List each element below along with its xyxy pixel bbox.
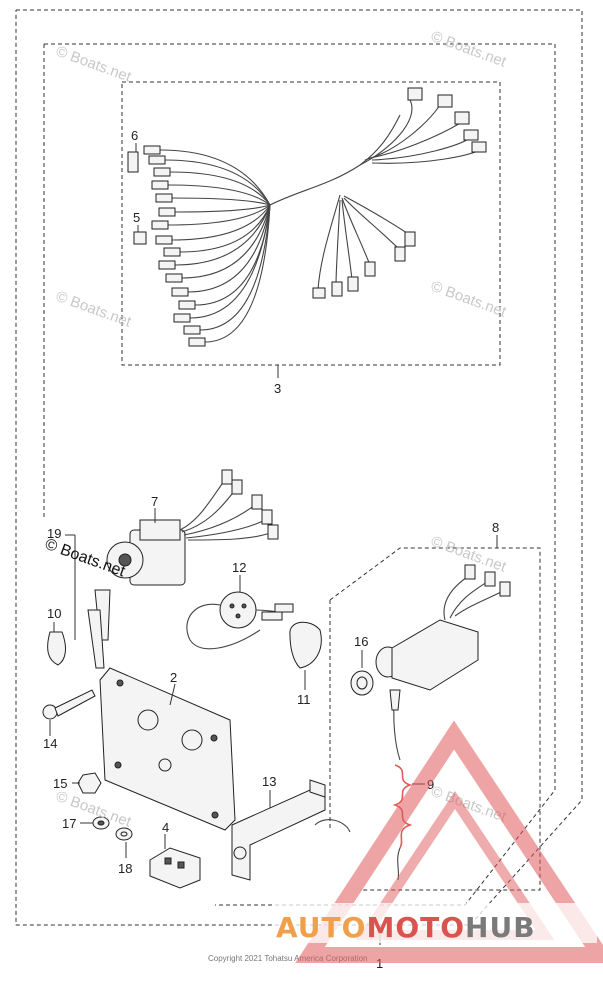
buzzer-12 bbox=[186, 591, 294, 650]
harness-terminal bbox=[165, 273, 183, 283]
svg-text:AUTOMOTOHUB: AUTOMOTOHUB bbox=[276, 911, 536, 944]
harness-wire bbox=[199, 204, 271, 331]
harness-wire bbox=[181, 204, 271, 279]
harness-terminal bbox=[155, 235, 173, 245]
callout-15: 15 bbox=[53, 776, 67, 791]
stop-switch-frame bbox=[329, 535, 541, 891]
callout-18: 18 bbox=[118, 861, 132, 876]
harness-terminal bbox=[155, 193, 173, 203]
harness-wire bbox=[171, 204, 271, 241]
harness-terminal bbox=[173, 313, 191, 323]
callout-12: 12 bbox=[232, 560, 246, 575]
bracket-13 bbox=[231, 779, 351, 881]
lanyard-9 bbox=[389, 689, 413, 881]
callout-11: 11 bbox=[297, 692, 311, 707]
callout-5: 5 bbox=[133, 210, 140, 225]
watermark-4: © Boats.net bbox=[429, 278, 509, 321]
nut-15 bbox=[77, 772, 102, 794]
callout-16: 16 bbox=[354, 634, 368, 649]
callout-10: 10 bbox=[47, 606, 61, 621]
wire-clip-10 bbox=[47, 631, 66, 666]
rubber-boot-11 bbox=[289, 621, 322, 690]
callout-4: 4 bbox=[162, 820, 169, 835]
callout-labels: 1 2 3 4 5 6 7 8 9 10 11 12 13 14 15 16 1… bbox=[43, 128, 499, 971]
terminal-5 bbox=[133, 231, 147, 245]
harness-terminal bbox=[151, 220, 169, 230]
callout-3: 3 bbox=[274, 381, 281, 396]
harness-terminal bbox=[188, 337, 206, 347]
harness-terminal bbox=[163, 247, 181, 257]
harness-wire bbox=[179, 204, 271, 253]
connector-4 bbox=[149, 847, 201, 889]
callout-13: 13 bbox=[262, 774, 276, 789]
harness-terminal bbox=[183, 325, 201, 335]
harness-box bbox=[121, 81, 501, 378]
key-switch-assembly bbox=[87, 469, 279, 669]
harness-terminal bbox=[143, 145, 161, 155]
copyright-text: Copyright 2021 Tohatsu America Corporati… bbox=[208, 954, 368, 963]
callout-19: 19 bbox=[47, 526, 61, 541]
watermark-1: © Boats.net bbox=[54, 43, 134, 86]
harness-wire bbox=[171, 197, 271, 206]
watermark-2: © Boats.net bbox=[429, 28, 509, 71]
callout-1: 1 bbox=[376, 956, 383, 971]
harness-terminal bbox=[158, 207, 176, 217]
harness-wire bbox=[204, 204, 271, 343]
harness-wire bbox=[187, 204, 271, 293]
callout-14: 14 bbox=[43, 736, 57, 751]
callout-8: 8 bbox=[492, 520, 499, 535]
harness-wire bbox=[164, 159, 271, 206]
logo-hub: HUB bbox=[465, 911, 536, 944]
callout-6: 6 bbox=[131, 128, 138, 143]
callout-17: 17 bbox=[62, 816, 76, 831]
nut-16 bbox=[350, 670, 374, 696]
harness-wire bbox=[159, 149, 271, 206]
logo-auto: AUTO bbox=[276, 911, 366, 944]
harness-terminal bbox=[178, 300, 196, 310]
callout-7: 7 bbox=[151, 494, 158, 509]
harness-terminal bbox=[148, 155, 166, 165]
harness-wire bbox=[169, 171, 271, 206]
harness-wire bbox=[167, 204, 271, 226]
harness-terminal bbox=[151, 180, 169, 190]
harness-terminal bbox=[171, 287, 189, 297]
harness-terminal bbox=[158, 260, 176, 270]
main-wiring-harness bbox=[143, 87, 487, 347]
harness-wire bbox=[167, 184, 271, 206]
logo-moto: MOTO bbox=[366, 911, 465, 944]
mounting-plate-2 bbox=[99, 667, 236, 831]
screw-14 bbox=[42, 689, 96, 720]
harness-wire bbox=[189, 204, 271, 319]
callout-2: 2 bbox=[170, 670, 177, 685]
harness-terminal bbox=[153, 167, 171, 177]
harness-wire bbox=[174, 204, 271, 213]
stop-switch-8 bbox=[375, 564, 511, 691]
automotohub-logo: AUTOMOTOHUB bbox=[272, 720, 603, 963]
harness-wire bbox=[174, 204, 271, 266]
washer-18 bbox=[115, 827, 133, 841]
terminal-pin-6 bbox=[127, 151, 139, 173]
